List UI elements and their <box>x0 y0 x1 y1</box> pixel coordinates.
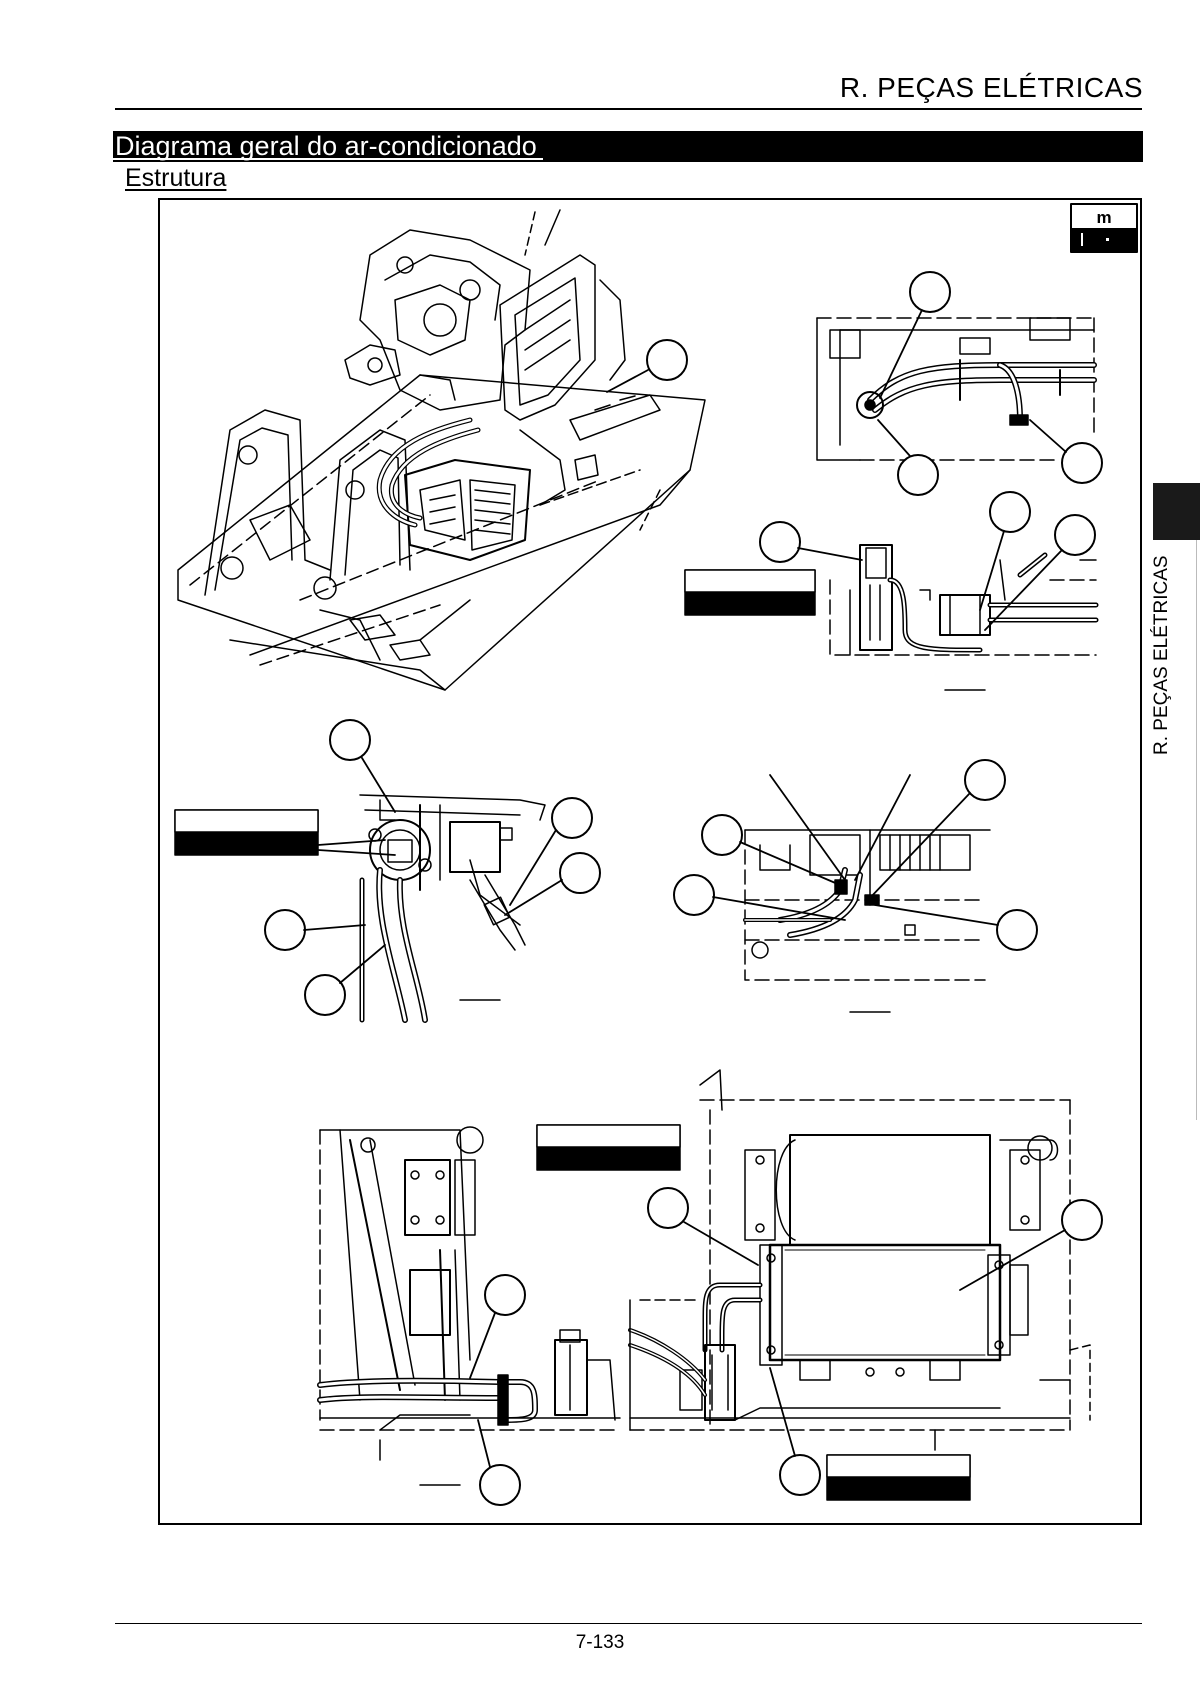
header-rule <box>115 108 1142 110</box>
side-tab-marker <box>1153 483 1200 540</box>
side-rule <box>1196 540 1197 1120</box>
detail-hose-clamps <box>673 759 1038 1013</box>
detail-frame-side <box>317 1126 621 1506</box>
detail-condenser <box>536 1069 1103 1501</box>
detail-receiver-dryer <box>684 491 1099 691</box>
footer-rule <box>115 1623 1142 1624</box>
corner-tag-text: m <box>1096 208 1111 227</box>
detail-compressor-closeup <box>174 719 601 1023</box>
page-number: 7-133 <box>575 1632 625 1653</box>
callout-main-view <box>606 339 688 393</box>
section-subtitle: Estrutura <box>125 164 227 192</box>
corner-tag: m <box>1070 203 1138 253</box>
section-bar: Diagrama geral do ar-condicionado <box>113 131 1143 162</box>
figure-frame <box>158 198 1142 1525</box>
section-title: Diagrama geral do ar-condicionado <box>113 131 543 162</box>
detail-compressor-hoses <box>816 271 1103 496</box>
side-tab-label-text: R. PEÇAS ELÉTRICAS <box>1151 555 1172 755</box>
machine-overview-drawing <box>177 209 706 691</box>
header-title: R. PEÇAS ELÉTRICAS <box>839 72 1143 103</box>
